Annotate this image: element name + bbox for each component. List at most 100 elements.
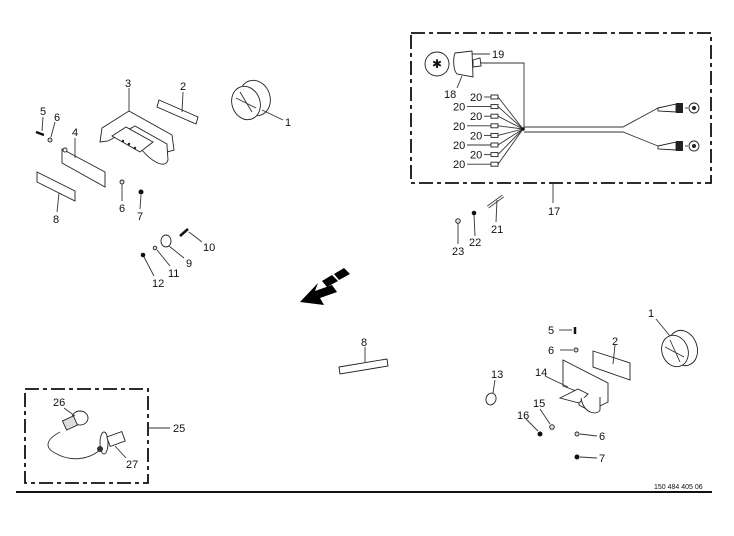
leader-line <box>456 75 463 89</box>
drawing-number: 150 484 405 06 <box>654 484 703 491</box>
plug-connector-upper[interactable] <box>657 102 700 114</box>
lamp-part-1[interactable] <box>657 326 702 370</box>
socket-part-27[interactable] <box>97 430 126 455</box>
callout-4: 4 <box>72 127 78 139</box>
bracket-part-3[interactable] <box>99 110 175 165</box>
terminal-part-20[interactable] <box>490 161 499 167</box>
callout-12: 12 <box>152 278 164 290</box>
terminal-part-20[interactable] <box>490 94 499 100</box>
nut-part-22[interactable] <box>471 210 477 216</box>
leader-line <box>655 318 671 337</box>
leader-line <box>495 199 498 223</box>
leader-line <box>143 256 155 277</box>
disc-part-13[interactable] <box>484 392 498 407</box>
cable <box>47 431 101 460</box>
nut-part-12[interactable] <box>140 252 146 258</box>
wire <box>497 128 524 146</box>
leader-line <box>544 375 569 388</box>
callout-2: 2 <box>612 336 618 348</box>
washer-part-6[interactable] <box>119 179 125 185</box>
callout-5: 5 <box>40 106 46 118</box>
leader-line <box>50 121 56 138</box>
leader-line <box>612 344 616 365</box>
callout-16: 16 <box>517 410 529 422</box>
callout-18: 18 <box>444 89 456 101</box>
plate-part-4[interactable] <box>61 148 106 188</box>
wire <box>481 62 525 128</box>
callout-3: 3 <box>125 78 131 90</box>
terminal-part-20[interactable] <box>490 132 499 138</box>
callout-1: 1 <box>648 308 654 320</box>
wire <box>497 106 524 130</box>
callout-15: 15 <box>533 398 545 410</box>
callout-8: 8 <box>53 214 59 226</box>
leader-line <box>63 407 76 417</box>
terminal-part-20[interactable] <box>490 152 499 158</box>
callout-25: 25 <box>173 423 185 435</box>
leader-line <box>525 418 539 432</box>
nut-part-7[interactable] <box>138 189 144 195</box>
callout-20: 20 <box>453 121 465 133</box>
leader-line <box>261 109 284 121</box>
lamp-part-1[interactable] <box>227 76 275 124</box>
terminal-part-20[interactable] <box>490 104 499 110</box>
adapter-kit-boundary <box>24 388 149 484</box>
washer-part-23[interactable] <box>455 218 461 224</box>
screw-part-5[interactable] <box>35 130 45 137</box>
socket-face-icon <box>424 51 450 77</box>
callout-14: 14 <box>535 367 547 379</box>
leader-line <box>473 214 476 237</box>
leader-line <box>156 249 171 267</box>
callout-20: 20 <box>470 111 482 123</box>
wire-junction <box>521 127 525 131</box>
nut-part-7[interactable] <box>574 454 580 460</box>
callout-11: 11 <box>168 268 179 280</box>
callout-26: 26 <box>53 397 65 409</box>
leader-line <box>579 433 598 437</box>
wire <box>497 128 524 136</box>
travel-direction-arrow <box>300 268 350 305</box>
washer-part-11[interactable] <box>152 245 158 251</box>
leader-line <box>168 245 185 259</box>
callout-23: 23 <box>452 246 464 258</box>
washer-part-15[interactable] <box>549 424 555 430</box>
terminal-part-20[interactable] <box>490 123 499 129</box>
socket-part-18[interactable] <box>453 50 482 78</box>
callout-6: 6 <box>548 345 554 357</box>
callout-7: 7 <box>599 453 605 465</box>
disc-part-9[interactable] <box>160 234 172 248</box>
washer-part-6[interactable] <box>574 431 580 437</box>
leader-line <box>188 231 203 243</box>
callout-20: 20 <box>453 140 465 152</box>
plug-connector-lower[interactable] <box>657 140 700 152</box>
callout-27: 27 <box>126 459 138 471</box>
callout-20: 20 <box>453 159 465 171</box>
wire <box>497 128 524 165</box>
reflector-strip-8[interactable] <box>36 171 76 202</box>
leader-line <box>579 456 598 459</box>
washer-part-6[interactable] <box>47 137 53 143</box>
wire <box>524 107 659 128</box>
callout-7: 7 <box>137 211 143 223</box>
callout-2: 2 <box>180 81 186 93</box>
leader-line <box>114 445 127 459</box>
nut-part-16[interactable] <box>537 431 543 437</box>
reflector-strip-2[interactable] <box>592 350 631 381</box>
callout-20: 20 <box>470 92 482 104</box>
callout-20: 20 <box>470 150 482 162</box>
bolt-part-10[interactable] <box>179 228 189 237</box>
terminal-part-20[interactable] <box>490 142 499 148</box>
terminal-part-20[interactable] <box>490 113 499 119</box>
leader-line <box>41 116 44 132</box>
washer-part-6[interactable] <box>573 347 579 353</box>
connector-part-26[interactable] <box>61 410 89 431</box>
socket-pins-icon: ✱ <box>432 57 442 71</box>
bracket-part-14[interactable] <box>558 359 609 414</box>
reflector-strip-2[interactable] <box>156 99 199 125</box>
callout-13: 13 <box>491 369 503 381</box>
reflector-strip-8[interactable] <box>338 358 389 375</box>
callout-8: 8 <box>361 337 367 349</box>
callout-5: 5 <box>548 325 554 337</box>
callout-19: 19 <box>492 49 504 61</box>
